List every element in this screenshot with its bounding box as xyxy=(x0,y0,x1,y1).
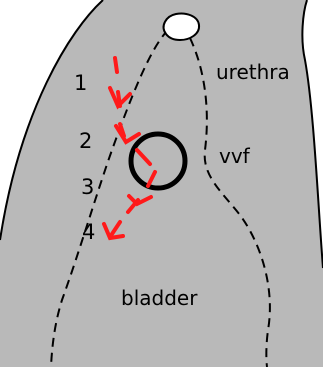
path-dash-1 xyxy=(115,58,117,72)
step-label-3: 3 xyxy=(81,175,94,199)
urethral-meatus xyxy=(164,13,199,40)
step-label-2: 2 xyxy=(79,129,92,153)
label-vvf: vvf xyxy=(219,144,251,168)
label-urethra: urethra xyxy=(216,60,290,84)
step-label-4: 4 xyxy=(82,220,95,244)
label-bladder: bladder xyxy=(121,286,198,310)
step-label-1: 1 xyxy=(74,71,87,95)
